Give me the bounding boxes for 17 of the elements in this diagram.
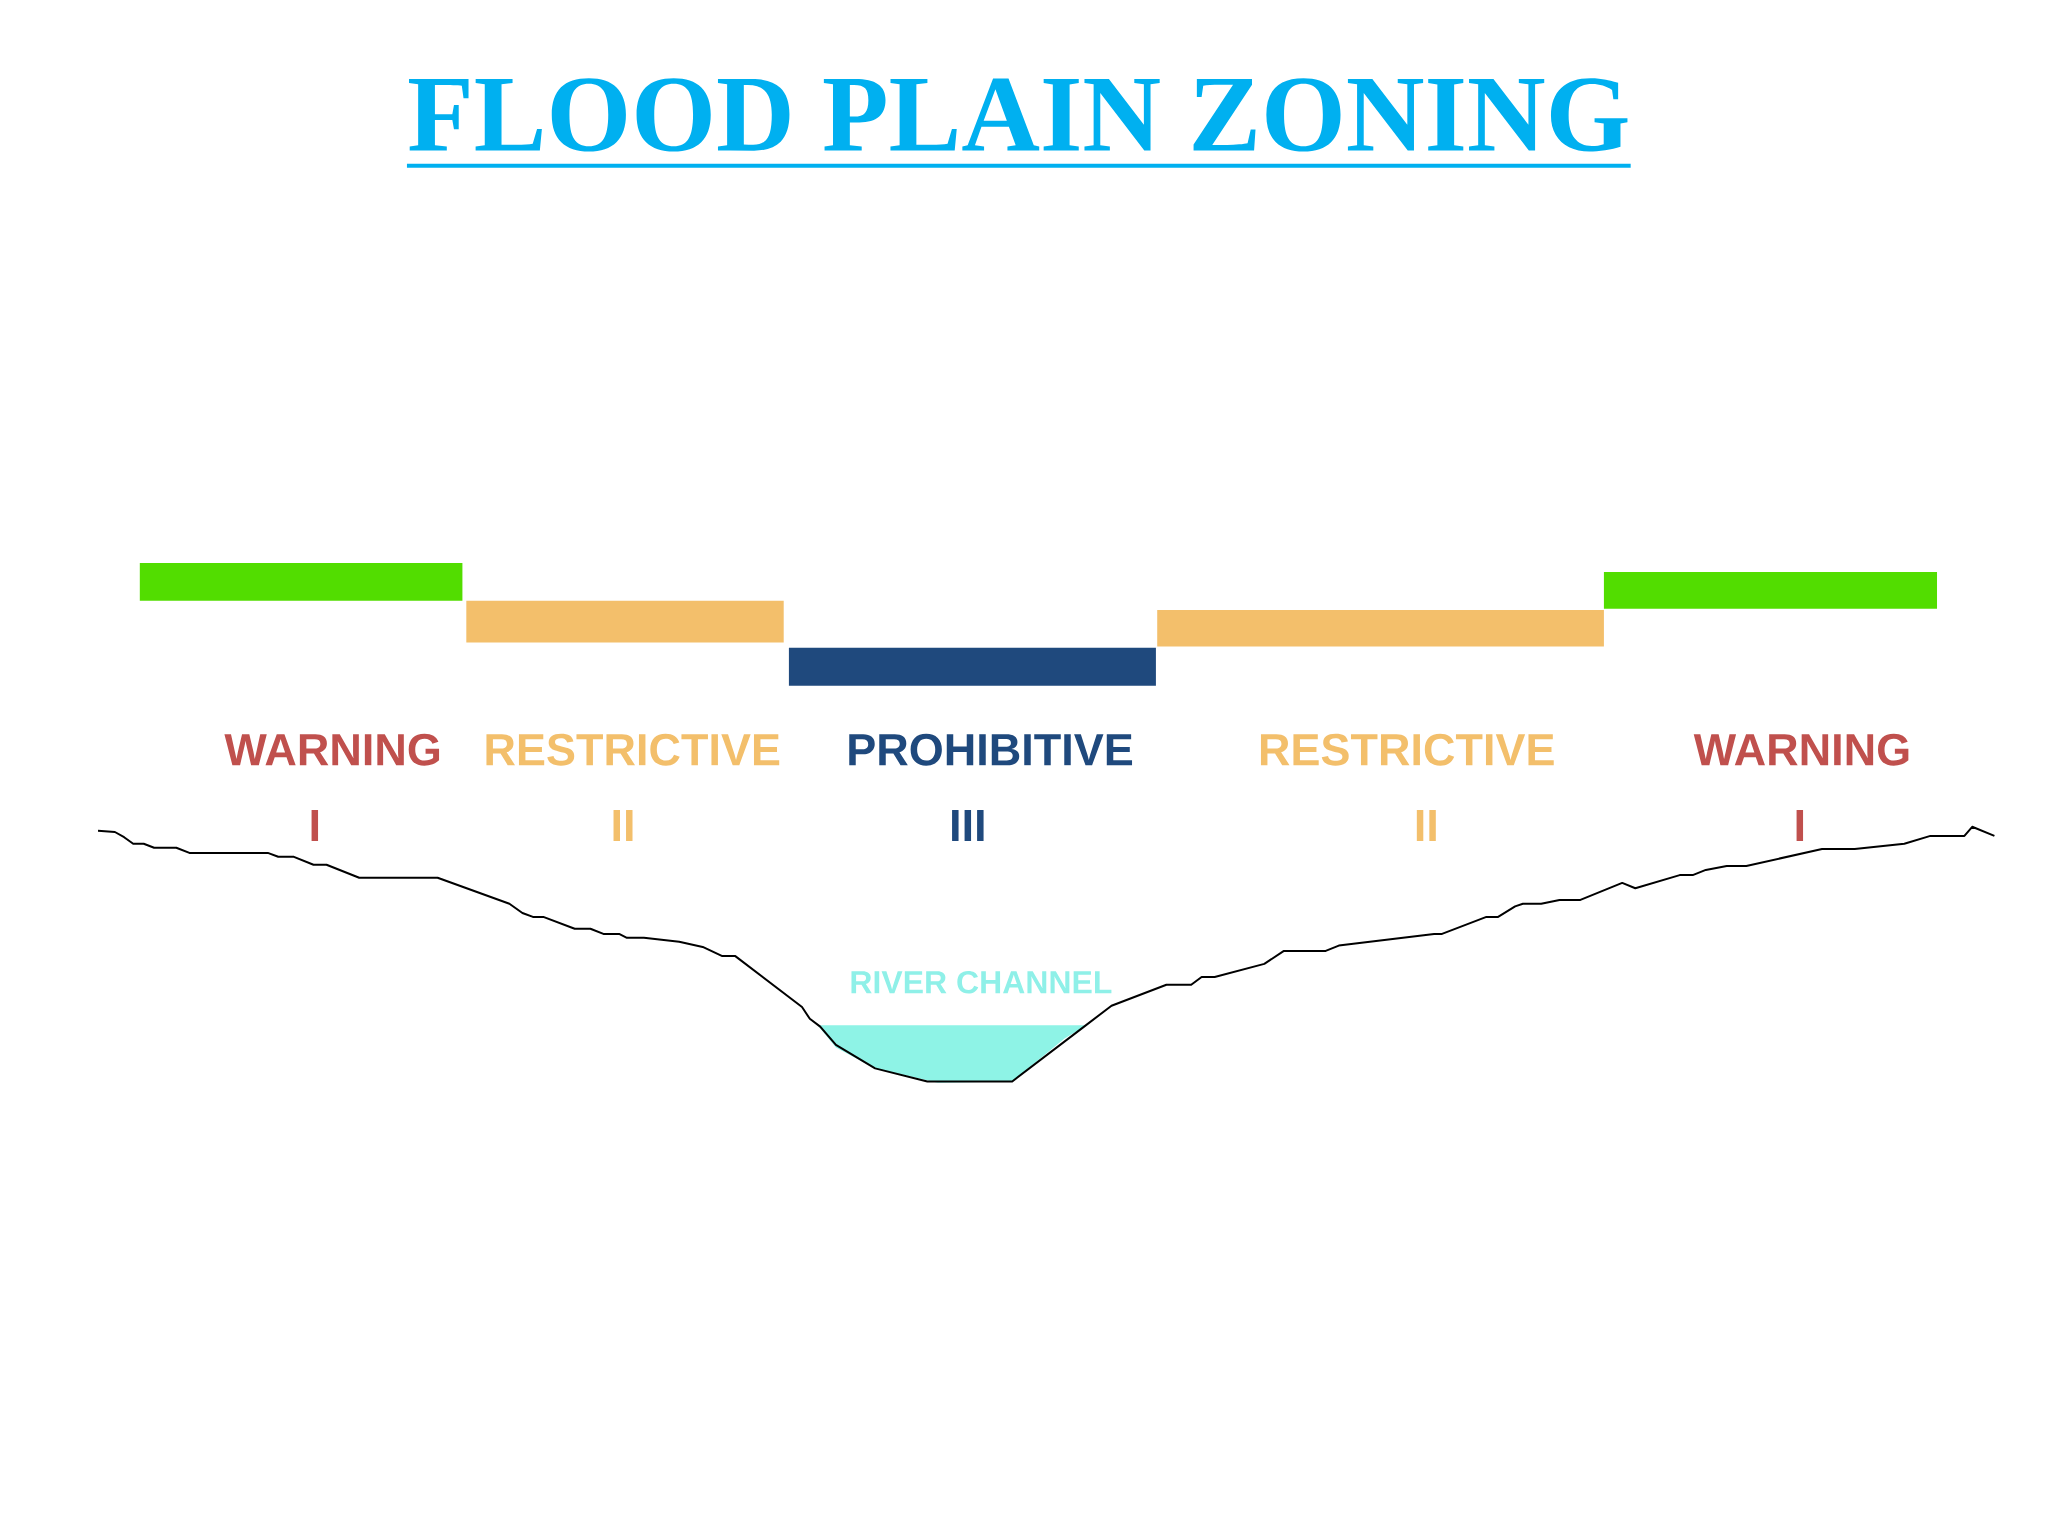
zone-label: RESTRICTIVE [1260,733,1554,766]
zone-number: II [1416,810,1436,841]
zone-number: I [311,810,319,841]
zone-number: I [1796,810,1804,841]
zone-bar [1603,572,1937,609]
zone-label: RESTRICTIVE [486,733,780,766]
zone-bar [139,562,463,601]
zone-label: PROHIBITIVE [849,733,1133,766]
zone-bar [466,600,784,643]
zone-bar [788,647,1156,686]
zone-label: WARNING [224,733,440,766]
zone-number: II [613,810,633,841]
title: FLOOD PLAIN ZONING [406,78,1631,168]
zone-bar [1157,610,1604,647]
river-label: RIVER CHANNEL [851,970,1112,994]
zone-number: III [952,810,984,841]
zone-label: WARNING [1693,733,1909,766]
